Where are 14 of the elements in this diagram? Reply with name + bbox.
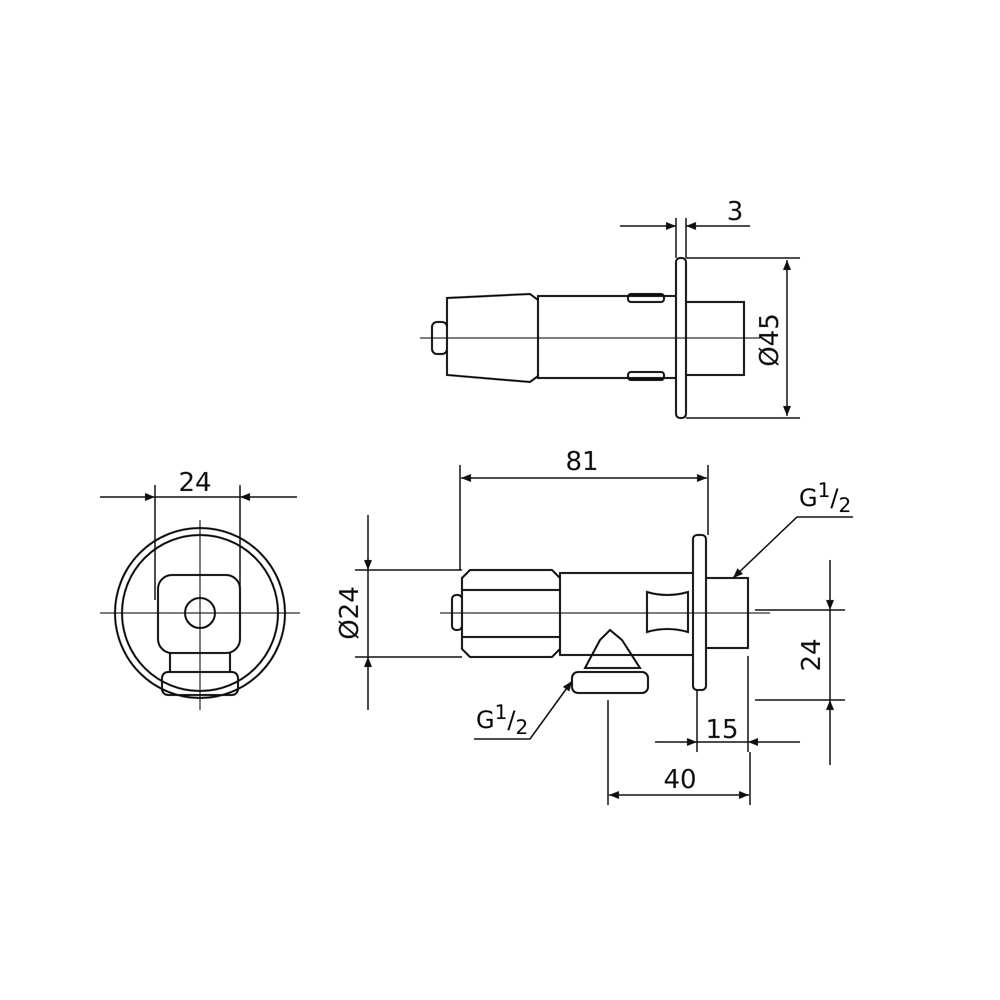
leader-line xyxy=(732,516,853,579)
dimension-value: Ø45 xyxy=(757,313,783,367)
dimension-value: 81 xyxy=(565,449,599,475)
thread-size-label: G$^{1}$/$_{2}$ xyxy=(474,700,530,739)
leader-line xyxy=(474,680,573,740)
thread-size-label: G$^{1}$/$_{2}$ xyxy=(797,478,854,517)
dimension-value: 24 xyxy=(178,470,212,496)
hex-nut xyxy=(705,577,749,649)
outlet-nut xyxy=(571,671,649,694)
dimension-value: 15 xyxy=(705,717,739,743)
dimension-value: 40 xyxy=(663,767,697,793)
dimension-value: 3 xyxy=(726,199,744,225)
dimension-value: Ø24 xyxy=(337,586,363,640)
dimension-value: 24 xyxy=(799,638,825,672)
